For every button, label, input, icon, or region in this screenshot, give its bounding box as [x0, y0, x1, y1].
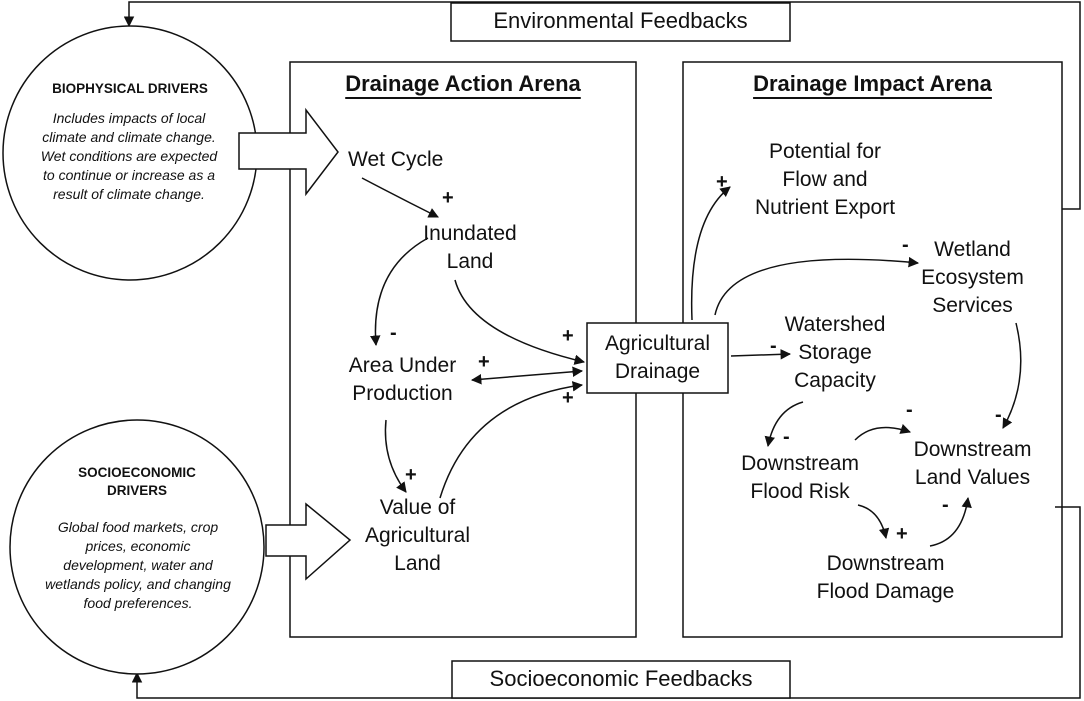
sign-flood-risk-to-damage: + [896, 523, 908, 545]
node-land-values-line2: Land Values [914, 466, 1031, 489]
environmental-feedbacks-label: Environmental Feedbacks [493, 8, 748, 33]
node-watershed-storage-line3: Capacity [794, 369, 876, 392]
sign-damage-to-land-values: - [942, 494, 949, 516]
node-value-line1: Value of [379, 496, 456, 519]
node-value-line3: Land [394, 552, 441, 575]
sign-storage-to-flood-risk: - [783, 426, 790, 448]
node-downstream-flood-risk: Downstream Flood Risk [735, 450, 865, 506]
node-inundated-land-line1: Inundated [423, 222, 517, 245]
node-value-line2: Agricultural [364, 524, 471, 547]
arrow-wetland-to-land-values [1002, 322, 1022, 429]
node-wetland-services: Wetland Ecosystem Services [915, 236, 1030, 320]
drainage-action-arena-title: Drainage Action Arena [345, 71, 581, 96]
node-watershed-storage-line2: Storage [798, 341, 872, 364]
arrow-storage-to-flood-risk [764, 401, 804, 448]
node-flood-risk-line1: Downstream [741, 452, 859, 475]
biophysical-drivers-text: Includes impacts of local climate and cl… [40, 110, 218, 202]
sign-flood-risk-to-land-values: - [906, 399, 913, 421]
sign-drainage-to-storage: - [770, 335, 777, 357]
sign-inundated-to-drainage: + [562, 325, 574, 347]
biophysical-drivers-title: BIOPHYSICAL DRIVERS [52, 81, 208, 96]
node-wetland-services-line2: Ecosystem [921, 266, 1024, 289]
socioeconomic-drivers-circle [9, 419, 265, 675]
arrow-drainage-to-storage [730, 349, 792, 360]
socioeconomic-drivers-text: Global food markets, crop prices, econom… [45, 519, 231, 611]
socioeconomic-block-arrow [265, 502, 352, 581]
node-agricultural-drainage-line2: Drainage [614, 360, 701, 383]
node-downstream-flood-damage: Downstream Flood Damage [808, 550, 963, 606]
node-inundated-land-line2: Land [446, 250, 494, 273]
arrow-drainage-area [470, 366, 584, 385]
biophysical-block-arrow [238, 107, 339, 197]
node-area-under-production-line1: Area Under [348, 354, 457, 377]
node-wet-cycle: Wet Cycle [348, 148, 444, 171]
drainage-impact-arena-title: Drainage Impact Arena [753, 71, 992, 96]
node-area-under-production: Area Under Production [330, 352, 475, 408]
arrow-drainage-to-export [690, 186, 731, 321]
arrow-wet-cycle-to-inundated [361, 177, 439, 218]
node-value-of-agricultural-land: Value of Agricultural Land [345, 494, 490, 578]
node-watershed-storage: Watershed Storage Capacity [770, 311, 900, 395]
arrow-flood-risk-to-land-values [854, 423, 911, 441]
sign-wetland-to-land-values: - [995, 404, 1002, 426]
node-potential-export-line3: Nutrient Export [754, 196, 896, 219]
arrow-value-to-drainage [439, 381, 584, 499]
socioeconomic-feedback-loop [131, 506, 1081, 699]
arrow-inundated-to-area [370, 237, 429, 347]
node-land-values-line1: Downstream [913, 438, 1032, 461]
socioeconomic-drivers-title: SOCIOECONOMIC DRIVERS [37, 464, 237, 500]
node-flood-risk-line2: Flood Risk [750, 480, 850, 503]
node-watershed-storage-line1: Watershed [784, 313, 886, 336]
sign-inundated-to-area: - [390, 322, 397, 344]
node-flood-damage-line1: Downstream [826, 552, 945, 575]
socioeconomic-feedbacks-label: Socioeconomic Feedbacks [489, 666, 753, 691]
node-agricultural-drainage-line1: Agricultural [604, 332, 711, 355]
arrow-damage-to-land-values [929, 496, 972, 547]
sign-drainage-to-export: + [716, 171, 728, 193]
node-potential-export: Potential for Flow and Nutrient Export [740, 138, 910, 222]
sign-drainage-to-wetland: - [902, 234, 909, 256]
environmental-feedbacks-box [450, 2, 791, 42]
sign-area-to-value: + [405, 464, 417, 486]
socioeconomic-drivers-title-line2: DRIVERS [106, 483, 167, 498]
agricultural-drainage-box [586, 322, 729, 394]
arrow-area-to-value [384, 419, 407, 493]
arrow-flood-risk-to-damage [857, 504, 890, 540]
node-potential-export-line2: Flow and [782, 168, 868, 191]
sign-value-to-drainage: + [562, 387, 574, 409]
socioeconomic-feedbacks-box [451, 660, 791, 699]
node-wetland-services-line1: Wetland [934, 238, 1011, 261]
sign-wet-to-inundated: + [442, 187, 454, 209]
socioeconomic-drivers-title-line1: SOCIOECONOMIC [78, 465, 196, 480]
node-inundated-land: Inundated Land [405, 220, 535, 276]
arrow-drainage-to-wetland [714, 256, 920, 316]
node-downstream-land-values: Downstream Land Values [905, 436, 1040, 492]
sign-drainage-to-area: + [478, 351, 490, 373]
node-area-under-production-line2: Production [352, 382, 453, 405]
node-flood-damage-line2: Flood Damage [816, 580, 955, 603]
node-potential-export-line1: Potential for [768, 140, 882, 163]
node-agricultural-drainage: Agricultural Drainage [587, 330, 728, 386]
environmental-feedback-loop [123, 1, 1081, 210]
node-wetland-services-line3: Services [932, 294, 1013, 317]
arrow-inundated-to-drainage [454, 279, 586, 365]
